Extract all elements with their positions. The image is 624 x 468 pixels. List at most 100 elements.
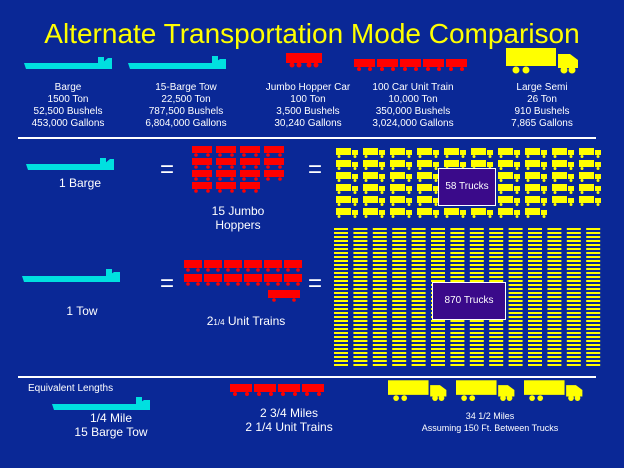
truck-mark [489,264,504,266]
hopper-car [240,146,260,157]
truck [363,196,385,206]
truck-mark [334,296,348,298]
truck-mark [431,328,445,330]
truck-mark [353,292,368,294]
truck-mark [586,288,601,290]
truck-mark [469,324,484,326]
truck-mark [547,272,562,274]
truck-mark [528,272,542,274]
hoppers-label-line: 15 Jumbo [211,204,265,218]
truck-mark [528,332,542,334]
truck-mark [547,240,562,242]
truck-mark [411,292,426,294]
truck-mark [411,356,426,358]
barge-icon [24,57,112,69]
truck-mark [528,320,542,322]
hopper-grid [192,146,284,193]
truck-mark [450,320,465,322]
truck [498,148,520,158]
truck-mark [547,292,562,294]
truck-mark [528,288,542,290]
truck-mark [508,240,523,242]
truck-mark [586,240,601,242]
truck-mark [411,332,426,334]
truck-mark [372,304,387,306]
truck [498,184,520,194]
truck-mark [334,236,348,238]
truck-mark [411,256,426,258]
truck-mark [508,272,523,274]
truck-mark [508,268,523,270]
equals-sign: = [160,156,175,183]
truck-mark [469,244,484,246]
tow-length-line: 1/4 Mile [89,411,133,425]
truck-mark [372,276,387,278]
truck-mark [586,364,601,366]
truck-mark [489,248,504,250]
hopper-car [216,146,236,157]
truck-mark [450,272,465,274]
truck-mark [566,268,581,270]
truck-mark [586,320,601,322]
truck-mark [431,264,445,266]
truck-mark [586,356,601,358]
truck-mark [431,260,445,262]
truck-mark [489,320,504,322]
truck-mark [353,280,368,282]
truck-mark [450,360,465,362]
truck-mark [411,328,426,330]
equals-sign: = [308,270,323,297]
truck-mark [508,332,523,334]
truck-mark [547,288,562,290]
truck-mark [372,280,387,282]
truck [444,208,466,218]
truck-mark [353,324,368,326]
truck-mark [566,312,581,314]
truck-mark [392,228,407,230]
equals-sign: = [160,270,175,297]
truck-mark [547,228,562,230]
hopper-car [192,158,212,169]
truck-mark [353,284,368,286]
truck-mark [469,268,484,270]
truck-mark [566,232,581,234]
truck-mark [528,324,542,326]
truck-mark [431,276,445,278]
train-car [244,260,262,272]
truck-mark [392,340,407,342]
truck-length-label: 34 1/2 Miles Assuming 150 Ft. Between Tr… [390,410,590,434]
truck-mark [450,344,465,346]
one-barge-label: 1 Barge [58,176,102,190]
truck [498,208,520,218]
truck [525,184,547,194]
truck-mark [528,228,542,230]
hopper-car [240,170,260,181]
barge-icon [26,158,114,170]
truck-mark [431,248,445,250]
truck [579,172,601,182]
truck-mark [547,248,562,250]
hopper-car [216,158,236,169]
truck-mark [431,320,445,322]
slide-title: Alternate Transportation Mode Comparison [44,18,580,49]
truck-mark [566,300,581,302]
truck-mark [353,264,368,266]
truck-mark [353,360,368,362]
truck-mark [334,272,348,274]
truck-mark [334,316,348,318]
truck-mark [411,296,426,298]
mode-hopper: Jumbo Hopper Car 100 Ton 3,500 Bushels 3… [256,82,360,130]
semi-truck-icon [506,48,578,74]
truck-mark [392,296,407,298]
truck-mark [508,324,523,326]
truck-mark [431,280,445,282]
truck-mark [431,228,445,230]
truck-mark [586,244,601,246]
truck-mark [334,268,348,270]
train-car [184,260,202,272]
truck-mark [372,292,387,294]
truck-mark [508,252,523,254]
truck-mark [508,256,523,258]
truck-mark [334,308,348,310]
trucks-58-box: 58 Trucks [438,168,496,206]
